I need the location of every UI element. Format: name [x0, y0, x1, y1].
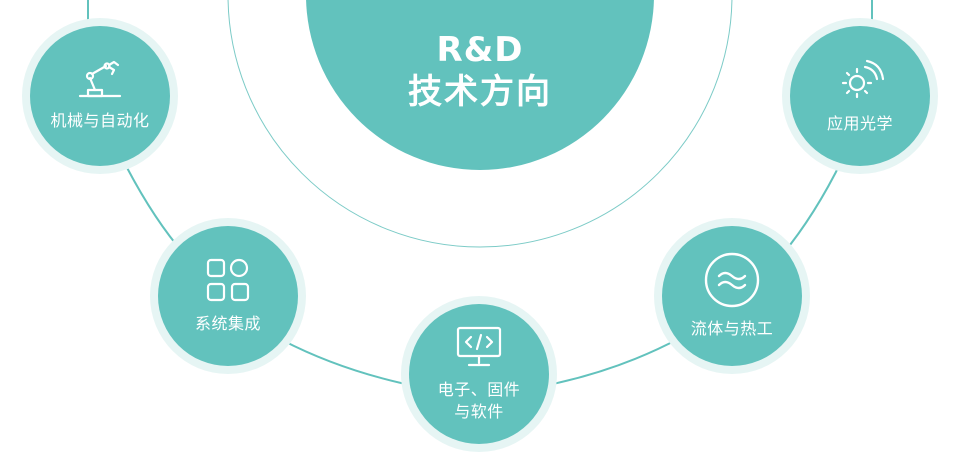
- wave-circle-icon: [704, 252, 760, 312]
- node-label: 机械与自动化: [50, 111, 150, 130]
- robot-arm-icon: [76, 60, 124, 104]
- arc-right-upper: [781, 159, 843, 256]
- node-system-integration[interactable]: 系统集成: [158, 226, 298, 366]
- center-title-rd: R&D: [436, 30, 524, 70]
- node-label: 系统集成: [194, 314, 261, 333]
- node-applied-optics[interactable]: 应用光学: [790, 26, 930, 166]
- node-label: 流体与热工: [690, 319, 774, 338]
- node-mechanical-automation[interactable]: 机械与自动化: [30, 26, 170, 166]
- node-label: 应用光学: [826, 114, 893, 133]
- grid-apps-icon: [205, 257, 251, 307]
- arc-left-lower: [281, 339, 411, 386]
- node-fluid-thermal[interactable]: 流体与热工: [662, 226, 802, 366]
- inner-ring: [227, 0, 733, 248]
- code-monitor-icon: [455, 325, 503, 373]
- node-label-line2: 与软件: [454, 402, 504, 421]
- node-label-line1: 电子、固件: [437, 380, 521, 399]
- light-sun-icon: [835, 57, 885, 107]
- center-title-tech: 技术方向: [408, 72, 552, 112]
- arc-left-upper: [117, 149, 186, 256]
- node-electronics-firmware-software[interactable]: 电子、固件 与软件: [409, 304, 549, 444]
- arc-right-lower: [547, 337, 681, 386]
